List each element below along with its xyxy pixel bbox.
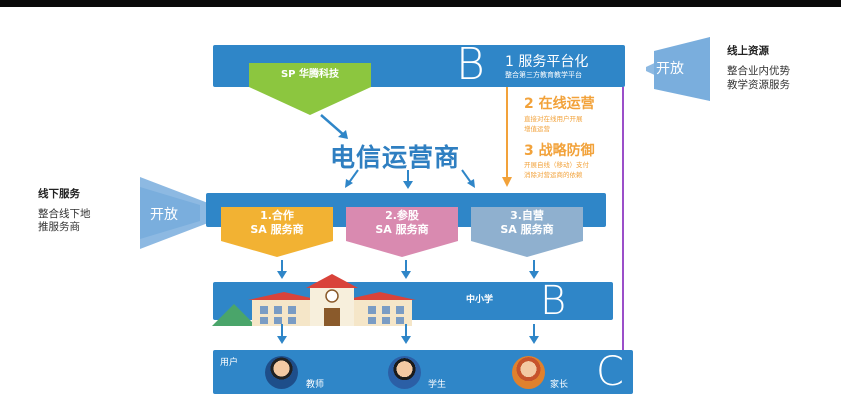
left-open-shape bbox=[140, 177, 208, 249]
platform-subtitle: 整合第三方教育教学平台 bbox=[505, 71, 582, 79]
user-parent-label: 家长 bbox=[550, 380, 569, 390]
left-open-line2: 推服务商 bbox=[38, 221, 80, 233]
strategy-2-text2: 增值运营 bbox=[524, 125, 550, 133]
strategy-3-text2: 消除对营运商的依赖 bbox=[524, 171, 583, 179]
teacher-avatar bbox=[265, 356, 298, 389]
school-building-illustration bbox=[212, 274, 416, 326]
strategy-3-text1: 开展自线（移动）支付 bbox=[524, 161, 589, 169]
school-label: 中小学 bbox=[466, 295, 494, 305]
sa-card-subtitle: SA 服务商 bbox=[250, 223, 304, 236]
user-letter: C bbox=[596, 349, 624, 395]
sa-card-title: 1.合作 bbox=[260, 209, 294, 222]
strategy-2-title: 2 在线运营 bbox=[524, 96, 595, 112]
sa-card-title: 2.参股 bbox=[385, 209, 419, 222]
right-open-shape bbox=[646, 37, 710, 101]
sp-arrow-tip bbox=[249, 87, 371, 115]
right-open-line2: 教学资源服务 bbox=[727, 79, 790, 91]
sa-card-arrow-tip bbox=[346, 241, 458, 257]
left-open-badge: 开放 bbox=[150, 207, 178, 223]
right-open-line1: 整合业内优势 bbox=[727, 65, 790, 77]
platform-title: 1 服务平台化 bbox=[505, 54, 589, 70]
sa-card-arrow-tip bbox=[221, 241, 333, 257]
right-open-heading: 线上资源 bbox=[727, 45, 769, 57]
sp-to-telecom-arrow bbox=[320, 114, 348, 139]
top-rule bbox=[0, 0, 841, 7]
left-open-line1: 整合线下地 bbox=[38, 208, 91, 220]
telecom-label: 电信运营商 bbox=[330, 143, 461, 172]
strategy-3-title: 3 战略防御 bbox=[524, 143, 595, 159]
sa-to-school-arrows bbox=[277, 260, 539, 279]
strategy-2-text1: 直接对在线用户开展 bbox=[524, 115, 583, 123]
school-to-users-arrows bbox=[277, 324, 539, 344]
left-open-heading: 线下服务 bbox=[38, 188, 80, 200]
student-avatar bbox=[388, 356, 421, 389]
sa-card-subtitle: SA 服务商 bbox=[500, 223, 554, 236]
telecom-down-arrows bbox=[345, 169, 475, 189]
sp-box: SP 华腾科技 bbox=[249, 63, 371, 87]
user-label: 用户 bbox=[220, 358, 239, 368]
school-letter: B bbox=[540, 278, 567, 324]
sa-card-subtitle: SA 服务商 bbox=[375, 223, 429, 236]
platform-letter: B bbox=[456, 39, 485, 90]
parent-avatar bbox=[512, 356, 545, 389]
sa-card-arrow-tip bbox=[471, 241, 583, 257]
right-open-badge: 开放 bbox=[656, 61, 684, 77]
user-student-label: 学生 bbox=[428, 380, 447, 390]
user-teacher-label: 教师 bbox=[306, 380, 325, 390]
sa-card-title: 3.自营 bbox=[510, 209, 544, 222]
